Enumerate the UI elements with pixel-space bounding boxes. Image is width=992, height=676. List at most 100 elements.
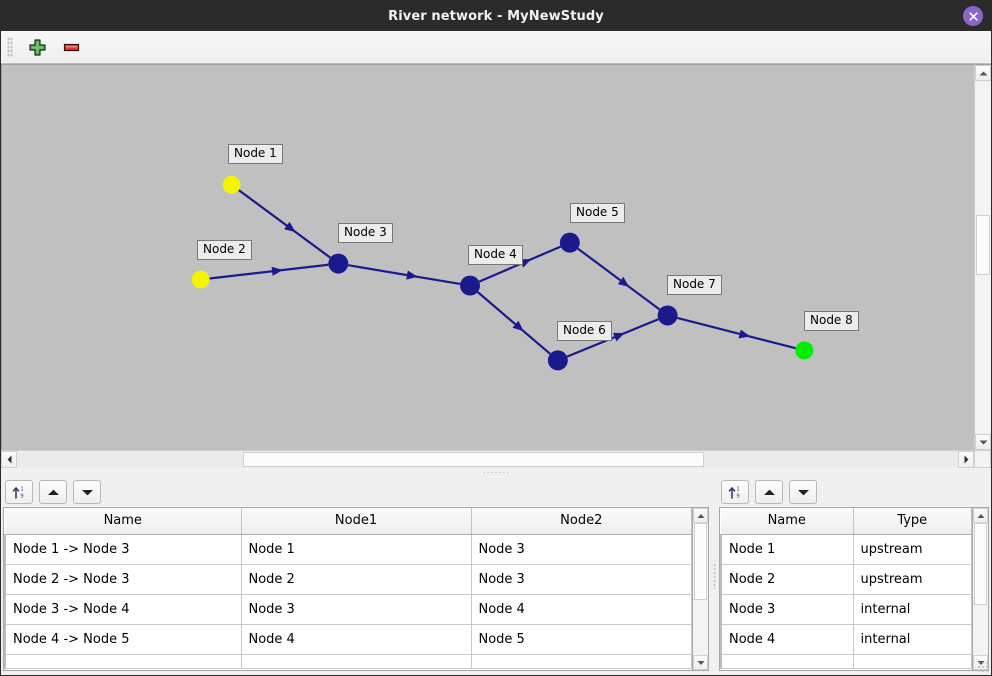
table-cell[interactable]: Node 3 bbox=[471, 534, 692, 565]
table-row-empty[interactable] bbox=[4, 654, 692, 669]
nodes-move-up-button[interactable] bbox=[755, 480, 783, 504]
window-resize-grip[interactable] bbox=[977, 661, 989, 673]
graph-horizontal-scrollbar[interactable] bbox=[1, 450, 974, 468]
table-cell[interactable]: Node 3 bbox=[241, 594, 472, 625]
graph-edge bbox=[347, 264, 461, 285]
table-cell[interactable]: Node 2 -> Node 3 bbox=[4, 564, 242, 595]
table-cell[interactable]: internal bbox=[853, 624, 972, 655]
branches-move-down-button[interactable] bbox=[73, 480, 101, 504]
column-header[interactable]: Name bbox=[721, 508, 854, 535]
graph-hscroll-track[interactable] bbox=[17, 451, 958, 468]
graph-vscroll-thumb[interactable] bbox=[976, 215, 990, 276]
nodes-scroll-track[interactable] bbox=[973, 523, 988, 655]
table-cell[interactable]: upstream bbox=[853, 564, 972, 595]
node-label[interactable]: Node 7 bbox=[667, 275, 722, 295]
column-header[interactable]: Node1 bbox=[241, 508, 472, 535]
node-label[interactable]: Node 1 bbox=[228, 144, 283, 164]
table-cell[interactable]: Node 5 bbox=[471, 624, 692, 655]
svg-text:9: 9 bbox=[736, 494, 739, 500]
table-cell[interactable]: Node 4 bbox=[471, 594, 692, 625]
title-bar: River network - MyNewStudy bbox=[1, 1, 991, 31]
node-label[interactable]: Node 8 bbox=[804, 311, 859, 331]
vertical-splitter[interactable] bbox=[711, 477, 717, 675]
nodes-sort-button[interactable]: 1 9 bbox=[721, 480, 749, 504]
node-label[interactable]: Node 2 bbox=[197, 240, 252, 260]
graph-node[interactable] bbox=[460, 275, 481, 296]
chevron-up-icon bbox=[977, 513, 984, 518]
table-cell[interactable]: Node 2 bbox=[720, 564, 854, 595]
splitter-grip bbox=[482, 471, 510, 474]
graph-edge bbox=[476, 291, 551, 355]
svg-text:1: 1 bbox=[736, 486, 739, 492]
nodes-move-down-button[interactable] bbox=[789, 480, 817, 504]
node-label[interactable]: Node 3 bbox=[338, 223, 393, 243]
table-cell-empty bbox=[471, 654, 692, 669]
scroll-down-button[interactable] bbox=[975, 434, 991, 450]
graph-node[interactable] bbox=[191, 270, 210, 289]
table-cell[interactable]: Node 1 -> Node 3 bbox=[4, 534, 242, 565]
table-cell[interactable]: Node 3 -> Node 4 bbox=[4, 594, 242, 625]
close-button[interactable] bbox=[963, 6, 983, 26]
table-cell[interactable]: Node 1 bbox=[720, 534, 854, 565]
node-label[interactable]: Node 4 bbox=[468, 245, 523, 265]
add-node-button[interactable] bbox=[25, 35, 49, 59]
graph-node[interactable] bbox=[657, 305, 678, 326]
table-row-empty[interactable] bbox=[720, 654, 972, 669]
graph-vscroll-track[interactable] bbox=[975, 81, 991, 434]
table-cell[interactable]: Node 2 bbox=[241, 564, 472, 595]
table-cell[interactable]: Node 3 bbox=[720, 594, 854, 625]
column-header[interactable]: Name bbox=[5, 508, 242, 535]
arrow-down-icon bbox=[797, 489, 809, 495]
branches-move-up-button[interactable] bbox=[39, 480, 67, 504]
table-cell[interactable]: Node 4 bbox=[720, 624, 854, 655]
graph-edge bbox=[566, 318, 659, 358]
table-cell[interactable]: internal bbox=[853, 594, 972, 625]
node-label[interactable]: Node 5 bbox=[570, 203, 625, 223]
table-cell[interactable]: upstream bbox=[853, 534, 972, 565]
scroll-right-button[interactable] bbox=[958, 451, 974, 468]
graph-hscroll-thumb[interactable] bbox=[242, 452, 704, 467]
column-header[interactable]: Node2 bbox=[471, 508, 692, 535]
scroll-left-button[interactable] bbox=[1, 451, 17, 468]
scroll-up-button[interactable] bbox=[975, 65, 991, 81]
graph-node[interactable] bbox=[328, 253, 349, 274]
table-cell[interactable]: Node 4 -> Node 5 bbox=[4, 624, 242, 655]
graph-node[interactable] bbox=[559, 232, 580, 253]
graph-canvas-container[interactable]: Node 1 Node 2 Node 3 Node 4 Node 5 Node 6 Node… bbox=[1, 64, 974, 450]
nodes-vertical-scrollbar[interactable] bbox=[973, 507, 989, 671]
network-graph-svg[interactable] bbox=[2, 65, 974, 449]
node-label[interactable]: Node 6 bbox=[557, 321, 612, 341]
horizontal-splitter[interactable] bbox=[1, 468, 991, 477]
toolbar-drag-handle[interactable] bbox=[7, 37, 13, 57]
table-cell[interactable]: Node 3 bbox=[471, 564, 692, 595]
branches-scroll-thumb[interactable] bbox=[694, 523, 707, 600]
branches-scroll-track[interactable] bbox=[693, 523, 708, 655]
nodes-scroll-up-button[interactable] bbox=[973, 508, 988, 523]
graph-node[interactable] bbox=[795, 341, 814, 360]
chevron-down-icon bbox=[979, 440, 987, 444]
column-header[interactable]: Type bbox=[853, 508, 972, 535]
table-cell[interactable]: Node 1 bbox=[241, 534, 472, 565]
nodes-scroll-thumb[interactable] bbox=[974, 523, 987, 605]
branches-scroll-down-button[interactable] bbox=[693, 655, 708, 670]
graph-vertical-scrollbar[interactable] bbox=[974, 64, 991, 450]
graph-node[interactable] bbox=[222, 175, 241, 194]
table-cell[interactable]: Node 4 bbox=[241, 624, 472, 655]
remove-node-button[interactable] bbox=[59, 35, 83, 59]
branches-scroll-up-button[interactable] bbox=[693, 508, 708, 523]
branches-sort-button[interactable]: 1 9 bbox=[5, 480, 33, 504]
branches-vertical-scrollbar[interactable] bbox=[693, 507, 709, 671]
graph-node[interactable] bbox=[547, 350, 568, 371]
